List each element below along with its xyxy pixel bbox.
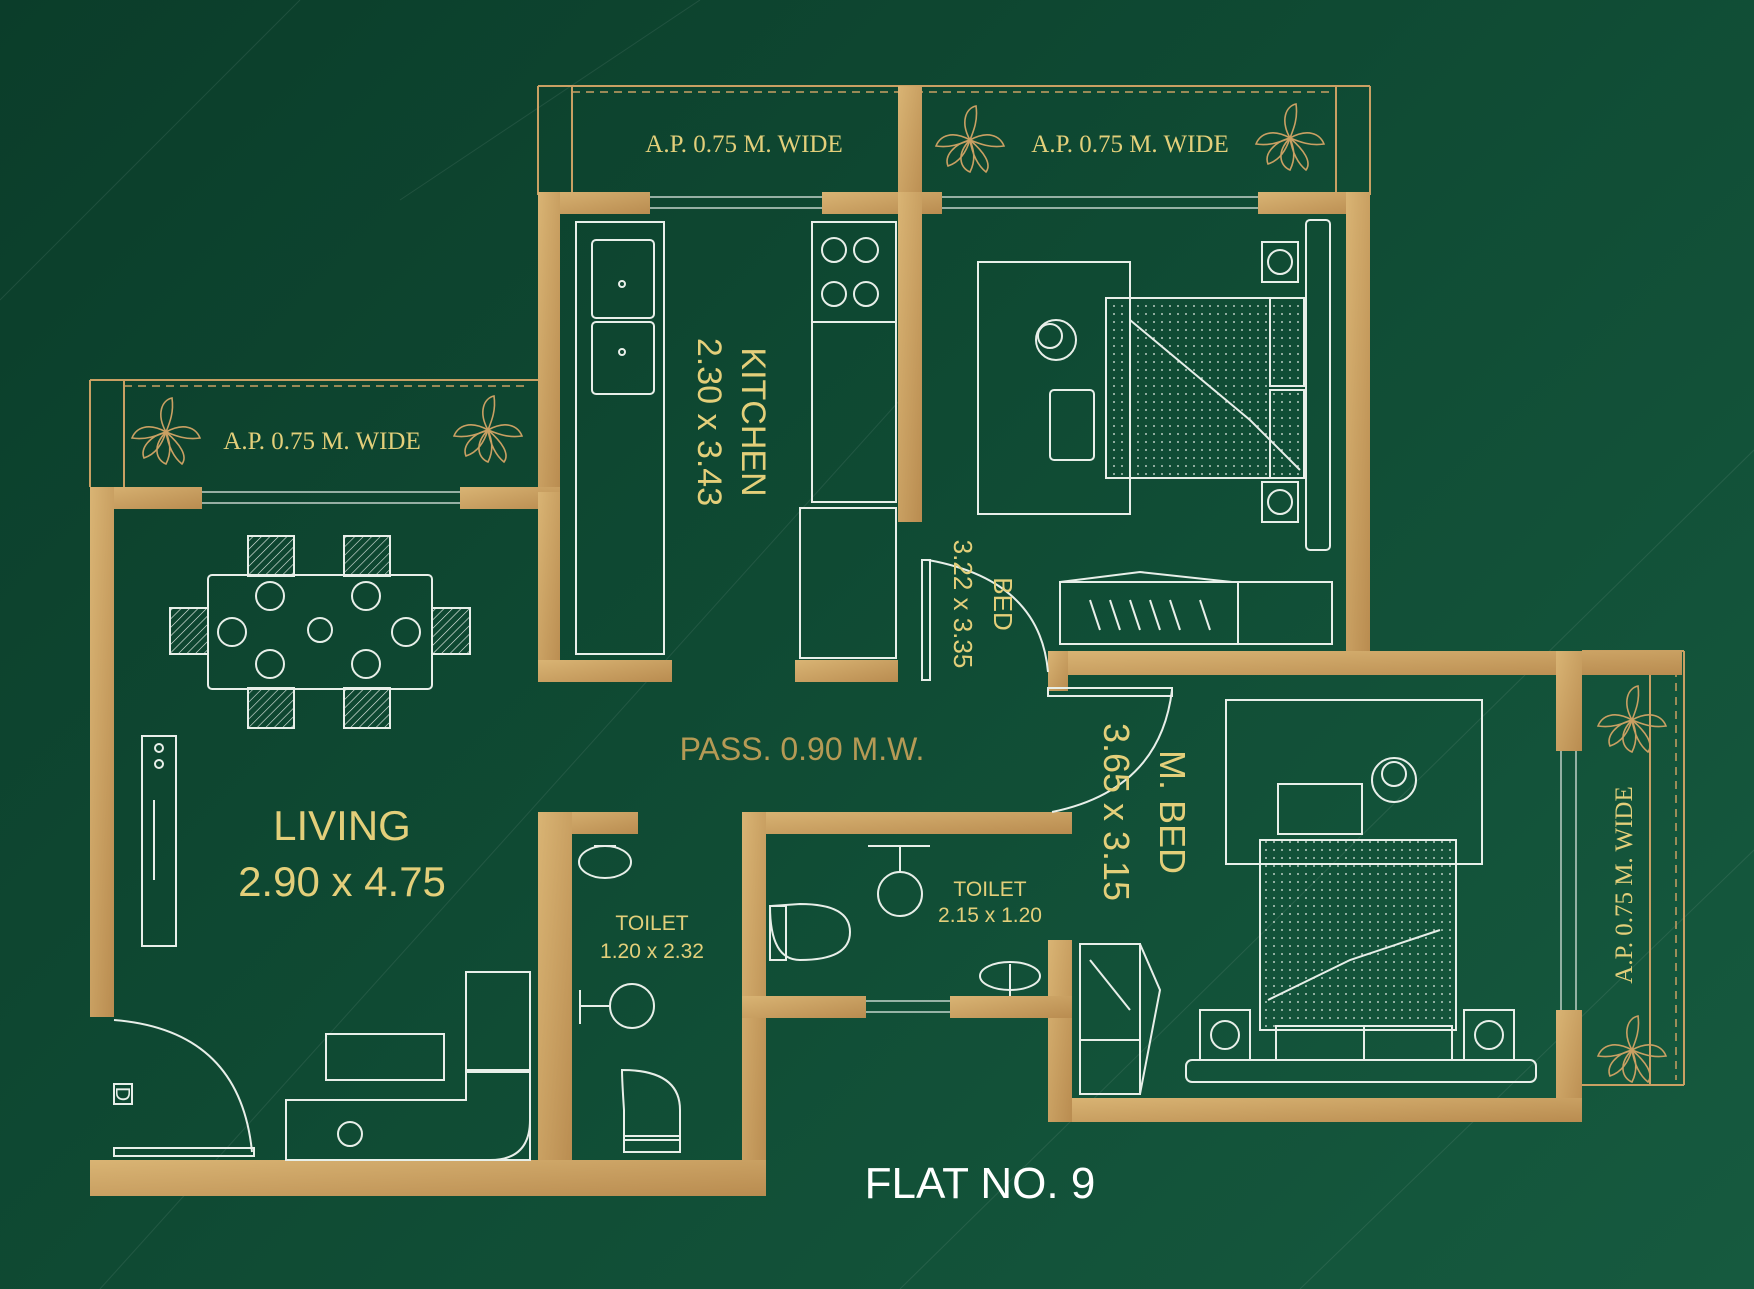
person-icon [1037,323,1063,349]
washbasin-icon-2 [979,961,1041,996]
door-swing-icon-3 [1047,687,1173,813]
balcony-label-bedroom: A.P. 0.75 M. WIDE [1031,131,1228,158]
passage-label: PASS. 0.90 M.W. [680,731,925,767]
washbasin-icon-1 [578,845,632,879]
toilet-icon-1 [620,1068,681,1153]
plant-icon-1 [935,105,1005,173]
kitchen-name: KITCHEN [734,347,772,496]
bed-icon-2 [1185,699,1537,1083]
plant-icon-5 [1597,685,1667,753]
shower-icon-1 [579,983,655,1029]
sofa-icon [285,971,531,1161]
kitchen-sink-icon [575,221,665,655]
person-icon [337,1121,363,1147]
toilet-1-name: TOILET [615,912,688,935]
plant-icon-6 [1597,1015,1667,1083]
door-mark-frame [113,1083,133,1105]
dining-table-icon [169,535,471,729]
toilet-2-size: 2.15 x 1.20 [938,904,1042,927]
master-bed-size: 3.65 x 3.15 [1096,723,1137,901]
balcony-dashed-lines [124,91,1677,1080]
flat-title: FLAT NO. 9 [865,1159,1096,1208]
bed-icon-1 [977,219,1331,551]
windows [202,196,1577,1013]
bed-size: 3.22 x 3.35 [948,540,978,669]
toilet-1-size: 1.20 x 2.32 [600,940,704,963]
balcony-label-kitchen: A.P. 0.75 M. WIDE [645,131,842,158]
stove-icon [799,221,897,659]
furniture [113,219,1537,1161]
toilet-icon-2 [768,902,852,962]
person-icon [1381,761,1407,787]
labels: A.P. 0.75 M. WIDE A.P. 0.75 M. WIDE A.P.… [111,131,1638,1208]
plant-icon-4 [453,395,523,463]
door-swing-icon-1 [113,1019,255,1157]
plant-icon-3 [131,397,201,465]
plant-icon-2 [1255,103,1325,171]
balcony-outlines [89,85,1685,1086]
toilet-2-name: TOILET [953,878,1026,901]
door-swing-icon-2 [921,559,1049,681]
shower-icon-2 [868,845,930,917]
balcony-label-master: A.P. 0.75 M. WIDE [1611,786,1638,983]
living-size: 2.90 x 4.75 [238,858,446,905]
kitchen-size: 2.30 x 3.43 [690,338,728,506]
bed-name: BED [988,577,1018,630]
wardrobe-icon-2 [1079,943,1162,1095]
living-name: LIVING [273,802,411,849]
door-mark: D [111,1087,133,1101]
balcony-label-living: A.P. 0.75 M. WIDE [223,428,420,455]
master-bed-name: M. BED [1152,750,1193,874]
tv-unit-icon [141,735,177,947]
wardrobe-icon-1 [1059,570,1333,645]
walls [90,86,1682,1196]
